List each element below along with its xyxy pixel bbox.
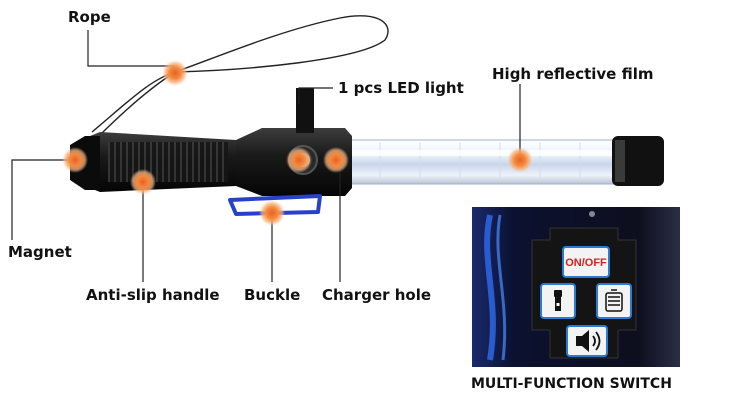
hotspot-magnet (62, 147, 88, 173)
flashlight-icon (554, 290, 562, 311)
hotspot-rope (162, 60, 188, 86)
label-reflective-film: High reflective film (492, 65, 654, 83)
label-buckle: Buckle (244, 286, 301, 304)
anti-slip-handle (70, 132, 236, 192)
flashlight-button[interactable] (540, 283, 576, 319)
onoff-label: ON/OFF (565, 257, 607, 269)
onoff-button[interactable]: ON/OFF (562, 246, 610, 278)
hotspot-handle (130, 169, 156, 195)
hotspot-film (507, 147, 533, 173)
label-magnet: Magnet (8, 243, 72, 261)
switch-panel: ON/OFF (472, 207, 680, 367)
hotspots (62, 60, 533, 226)
head-unit (236, 88, 352, 196)
end-cap (612, 136, 664, 186)
buckle (228, 194, 322, 216)
switch-caption: MULTI-FUNCTION SWITCH (471, 376, 672, 392)
hotspot-led (286, 147, 312, 173)
rope (91, 15, 389, 136)
label-rope: Rope (68, 8, 111, 26)
label-charger-hole: Charger hole (322, 286, 432, 304)
battery-button[interactable] (596, 283, 632, 319)
hotspot-buckle (259, 200, 285, 226)
battery-icon (605, 289, 623, 312)
label-anti-slip-handle: Anti-slip handle (86, 286, 220, 304)
speaker-button[interactable] (566, 325, 608, 357)
reflective-tube (344, 139, 621, 185)
hotspot-charger (323, 147, 349, 173)
label-led-light: 1 pcs LED light (338, 79, 464, 97)
speaker-icon (576, 330, 601, 352)
